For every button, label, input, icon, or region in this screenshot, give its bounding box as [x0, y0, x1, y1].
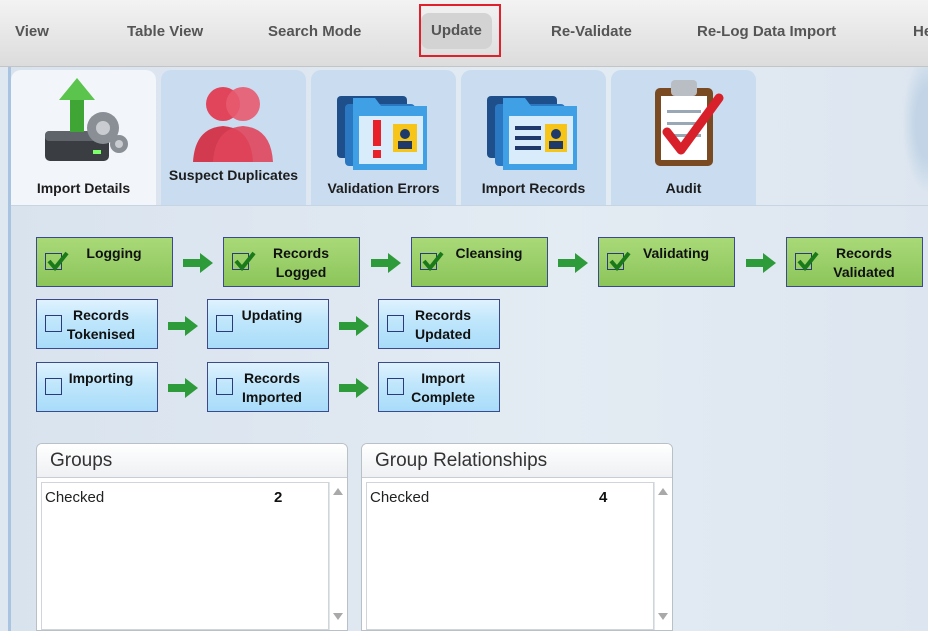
checkmark-icon	[609, 251, 631, 271]
step-label: Records Updated	[414, 307, 472, 342]
arrow-right-icon	[339, 378, 369, 398]
arrow-right-icon	[168, 378, 198, 398]
background-decoration	[898, 67, 928, 207]
step-records-updated: Records Updated	[378, 299, 500, 349]
step-label: Updating	[241, 307, 303, 323]
scroll-down-icon[interactable]	[658, 613, 668, 620]
step-cleansing: Cleansing	[411, 237, 548, 287]
tab-audit[interactable]: Audit	[611, 70, 756, 206]
tab-import-records[interactable]: Import Records	[461, 70, 606, 206]
arrow-right-icon	[746, 253, 776, 273]
step-records-tokenised: Records Tokenised	[36, 299, 158, 349]
folder-records-icon	[487, 96, 577, 170]
tab-validation-errors[interactable]: Validation Errors	[311, 70, 456, 206]
top-toolbar: View Table View Search Mode Update Re-Va…	[0, 0, 928, 67]
clipboard-check-icon	[655, 80, 724, 166]
step-logging: Logging	[36, 237, 173, 287]
checkbox	[387, 378, 404, 395]
arrow-right-icon	[558, 253, 588, 273]
step-validating: Validating	[598, 237, 735, 287]
relationships-list[interactable]: Checked 4	[366, 482, 654, 630]
tab-label: Import Details	[36, 180, 131, 196]
panel-title: Groups	[37, 444, 347, 478]
step-records-imported: Records Imported	[207, 362, 329, 412]
update-button[interactable]: Update	[421, 13, 492, 49]
groups-panel: Groups Checked 2	[36, 443, 348, 631]
re-validate-button[interactable]: Re-Validate	[551, 23, 632, 40]
step-import-complete: Import Complete	[378, 362, 500, 412]
checkbox	[216, 315, 233, 332]
scroll-down-icon[interactable]	[333, 613, 343, 620]
checkmark-icon	[797, 251, 819, 271]
step-label: Records Imported	[242, 370, 302, 405]
step-label: Records Logged	[272, 245, 330, 280]
group-relationships-panel: Group Relationships Checked 4	[361, 443, 673, 631]
checkbox	[45, 315, 62, 332]
tab-label: Suspect Duplicates	[168, 167, 299, 183]
scroll-up-icon[interactable]	[333, 488, 343, 495]
folder-error-icon	[337, 96, 427, 170]
checkmark-icon	[422, 251, 444, 271]
row-count: 4	[599, 489, 608, 506]
checkbox	[216, 378, 233, 395]
scrollbar[interactable]	[654, 482, 670, 630]
step-label: Import Complete	[411, 370, 475, 405]
step-label: Records Tokenised	[66, 307, 136, 342]
groups-list[interactable]: Checked 2	[41, 482, 329, 630]
step-label: Importing	[68, 370, 134, 386]
scrollbar[interactable]	[329, 482, 345, 630]
checkmark-icon	[47, 251, 69, 271]
tab-suspect-duplicates[interactable]: Suspect Duplicates	[161, 70, 306, 206]
step-updating: Updating	[207, 299, 329, 349]
table-view-button[interactable]: Table View	[127, 23, 204, 40]
tab-divider	[11, 205, 928, 206]
scroll-up-icon[interactable]	[658, 488, 668, 495]
server-upload-icon	[45, 78, 128, 161]
tab-import-details[interactable]: Import Details	[11, 70, 156, 206]
view-button[interactable]: View	[15, 23, 49, 40]
re-log-data-import-button[interactable]: Re-Log Data Import	[697, 23, 837, 40]
step-records-validated: Records Validated	[786, 237, 923, 287]
arrow-right-icon	[339, 316, 369, 336]
help-button[interactable]: He	[913, 23, 928, 40]
arrow-right-icon	[371, 253, 401, 273]
checkmark-icon	[234, 251, 256, 271]
step-records-logged: Records Logged	[223, 237, 360, 287]
checkbox	[45, 378, 62, 395]
row-count: 2	[274, 489, 283, 506]
arrow-right-icon	[168, 316, 198, 336]
duplicate-person-icon	[193, 87, 273, 162]
tab-label: Audit	[665, 180, 702, 196]
row-label: Checked	[370, 489, 430, 506]
step-label: Logging	[86, 245, 142, 261]
arrow-right-icon	[183, 253, 213, 273]
tab-label: Validation Errors	[327, 180, 440, 196]
search-mode-button[interactable]: Search Mode	[268, 23, 362, 40]
panel-title: Group Relationships	[362, 444, 672, 478]
tab-label: Import Records	[481, 180, 586, 196]
step-label: Records Validated	[833, 245, 895, 280]
step-label: Validating	[642, 245, 710, 261]
row-label: Checked	[45, 489, 105, 506]
step-importing: Importing	[36, 362, 158, 412]
checkbox	[387, 315, 404, 332]
step-label: Cleansing	[455, 245, 523, 261]
